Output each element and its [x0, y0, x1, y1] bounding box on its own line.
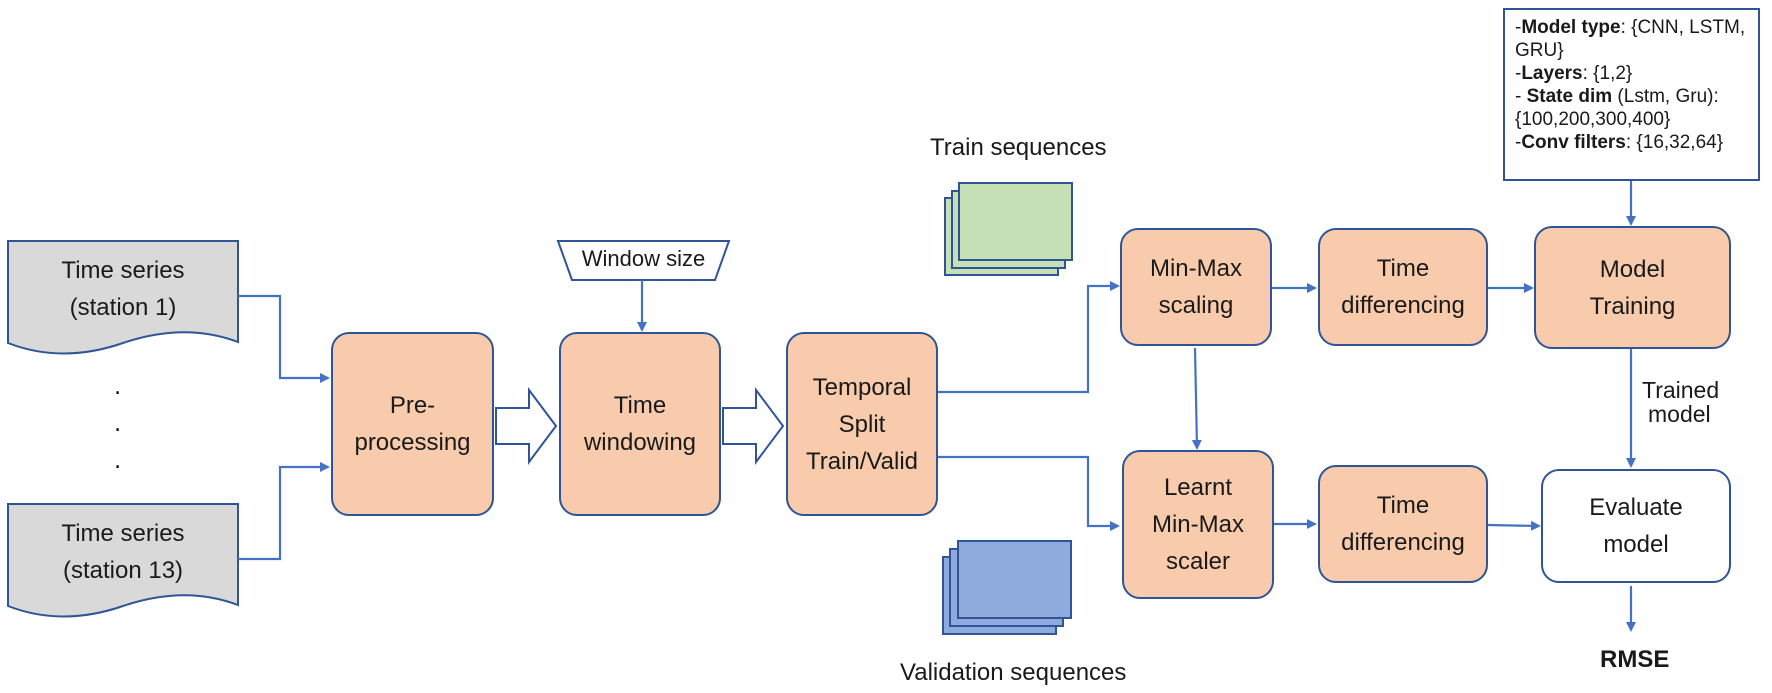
train-sequences-stack [944, 182, 1073, 276]
trained-model-line2: model [1648, 401, 1711, 427]
trained-model-label: Trained model [1642, 378, 1719, 426]
input-station-13-line1: Time series [61, 520, 185, 547]
preprocessing-step: Pre- processing [331, 332, 494, 516]
temporal-split-line2: Split [838, 410, 886, 438]
param-layers: -Layers: {1,2} [1515, 63, 1633, 84]
param-model-type: -Model type: {CNN, LSTM, GRU} [1515, 17, 1746, 61]
connector-station13-preprocessing [238, 462, 330, 561]
time-windowing-line2: windowing [583, 429, 697, 456]
input-station-13-line2: (station 13) [62, 557, 184, 584]
window-size-label: Window size [581, 246, 706, 271]
time-differencing-train-line2: differencing [1341, 292, 1465, 319]
minmax-scaling-line2: scaling [1158, 292, 1234, 319]
model-training-step: Model Training [1534, 226, 1731, 349]
param-state-dim: - State dim (Lstm, Gru): {100,200,300,40… [1515, 86, 1719, 130]
connector-minmax-learnt [1191, 347, 1202, 450]
time-differencing-train-line1: Time [1376, 255, 1430, 282]
ellipsis-dot-1: . [114, 370, 122, 400]
input-station-1: Time series (station 1) [8, 252, 238, 326]
time-differencing-valid-line1: Time [1376, 492, 1430, 519]
param-model-type-value: : {CNN, LSTM, GRU} [1515, 17, 1746, 61]
connector-diff-evaluate [1487, 520, 1541, 531]
param-state-dim-key: State dim [1526, 86, 1613, 107]
validation-sequences-stack [942, 540, 1072, 635]
time-differencing-train-step: Time differencing [1318, 228, 1488, 346]
evaluate-model-line1: Evaluate [1589, 494, 1683, 521]
minmax-scaling-step: Min-Max scaling [1120, 228, 1272, 346]
learnt-scaler-step: Learnt Min-Max scaler [1122, 450, 1274, 599]
trained-model-line1: Trained [1642, 377, 1720, 403]
temporal-split-line1: Temporal [812, 373, 912, 401]
temporal-split-line3: Train/Valid [805, 447, 919, 475]
ellipsis-dot-2: . [114, 407, 122, 437]
preprocessing-line2: processing [354, 429, 471, 456]
train-sequences-label: Train sequences [930, 134, 1107, 161]
time-differencing-valid-line2: differencing [1341, 529, 1465, 556]
preprocessing-line1: Pre- [389, 392, 436, 419]
input-station-1-line1: Time series [61, 257, 185, 284]
learnt-scaler-line1: Learnt [1163, 474, 1233, 501]
time-windowing-step: Time windowing [559, 332, 721, 516]
connector-split-learnt [938, 455, 1120, 531]
param-conv-filters: -Conv filters: {16,32,64} [1515, 132, 1724, 153]
input-station-1-line2: (station 1) [69, 294, 177, 321]
param-layers-value: : {1,2} [1582, 63, 1633, 84]
connector-station1-preprocessing [238, 294, 330, 383]
learnt-scaler-line2: Min-Max [1151, 511, 1244, 538]
time-differencing-valid-step: Time differencing [1318, 465, 1488, 583]
ellipsis-dot-3: . [114, 444, 122, 474]
time-windowing-line1: Time [613, 392, 667, 419]
document-shape-station-1 [7, 240, 239, 355]
param-model-type-key: Model type [1521, 17, 1621, 38]
model-training-line2: Training [1589, 292, 1676, 320]
evaluate-model-line2: model [1603, 531, 1669, 558]
model-training-line1: Model [1599, 255, 1666, 283]
param-conv-filters-key: Conv filters [1521, 132, 1626, 153]
param-state-dim-value: (Lstm, Gru): {100,200,300,400} [1515, 86, 1719, 130]
block-arrow-2 [722, 387, 785, 465]
evaluate-model-step: Evaluate model [1541, 469, 1731, 583]
param-layers-key: Layers [1521, 63, 1583, 84]
learnt-scaler-line3: scaler [1165, 548, 1230, 575]
hyperparameter-box: -Model type: {CNN, LSTM, GRU} -Layers: {… [1503, 8, 1760, 181]
input-station-13: Time series (station 13) [8, 515, 238, 589]
window-size-shape [556, 240, 731, 281]
document-shape-station-13 [7, 503, 239, 618]
rmse-output-label: RMSE [1600, 646, 1670, 673]
minmax-scaling-line1: Min-Max [1149, 255, 1242, 282]
validation-sequences-label: Validation sequences [900, 659, 1127, 686]
temporal-split-step: Temporal Split Train/Valid [786, 332, 938, 516]
block-arrow-1 [495, 387, 558, 465]
param-conv-filters-value: : {16,32,64} [1625, 132, 1724, 153]
connector-split-minmax [938, 281, 1120, 394]
